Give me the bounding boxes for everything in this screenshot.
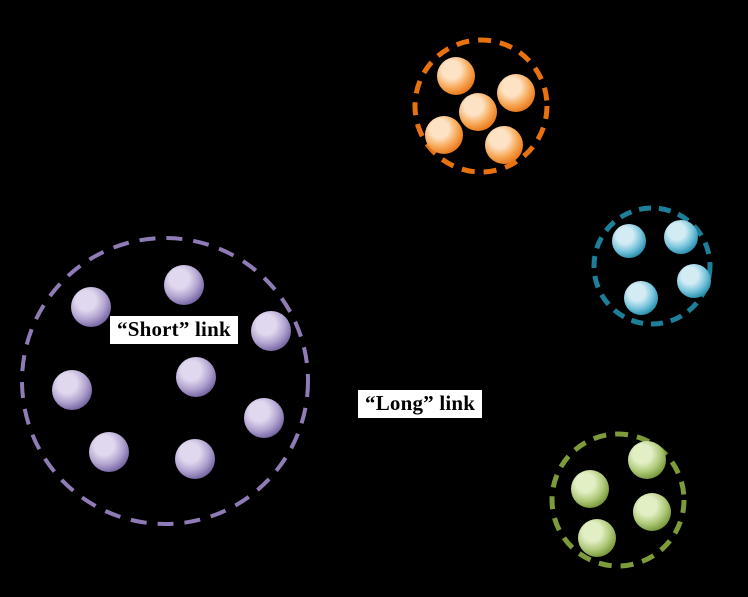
node-sphere <box>251 311 291 351</box>
cluster-orange-cluster <box>412 37 550 175</box>
node-sphere <box>624 281 658 315</box>
cluster-boundary-purple-cluster <box>20 236 310 526</box>
node-sphere <box>571 470 609 508</box>
node-sphere <box>612 224 646 258</box>
cluster-boundary-green-cluster <box>549 431 687 569</box>
clusters-layer <box>20 37 713 569</box>
node-sphere <box>497 74 535 112</box>
cluster-boundary-teal-cluster <box>591 205 713 327</box>
cluster-boundary-orange-cluster <box>412 37 550 175</box>
node-sphere <box>244 398 284 438</box>
short-link-label: “Short” link <box>110 316 238 344</box>
node-sphere <box>485 126 523 164</box>
node-sphere <box>175 439 215 479</box>
long-link-label: “Long” link <box>358 390 483 418</box>
node-sphere <box>425 116 463 154</box>
node-sphere <box>52 370 92 410</box>
cluster-purple-cluster <box>20 236 310 526</box>
node-sphere <box>437 57 475 95</box>
node-sphere <box>71 287 111 327</box>
node-sphere <box>664 220 698 254</box>
node-sphere <box>677 264 711 298</box>
node-sphere <box>89 432 129 472</box>
node-sphere <box>459 93 497 131</box>
node-sphere <box>164 265 204 305</box>
node-sphere <box>633 493 671 531</box>
node-sphere <box>628 441 666 479</box>
node-sphere <box>176 357 216 397</box>
node-sphere <box>578 519 616 557</box>
cluster-teal-cluster <box>591 205 713 327</box>
cluster-green-cluster <box>549 431 687 569</box>
